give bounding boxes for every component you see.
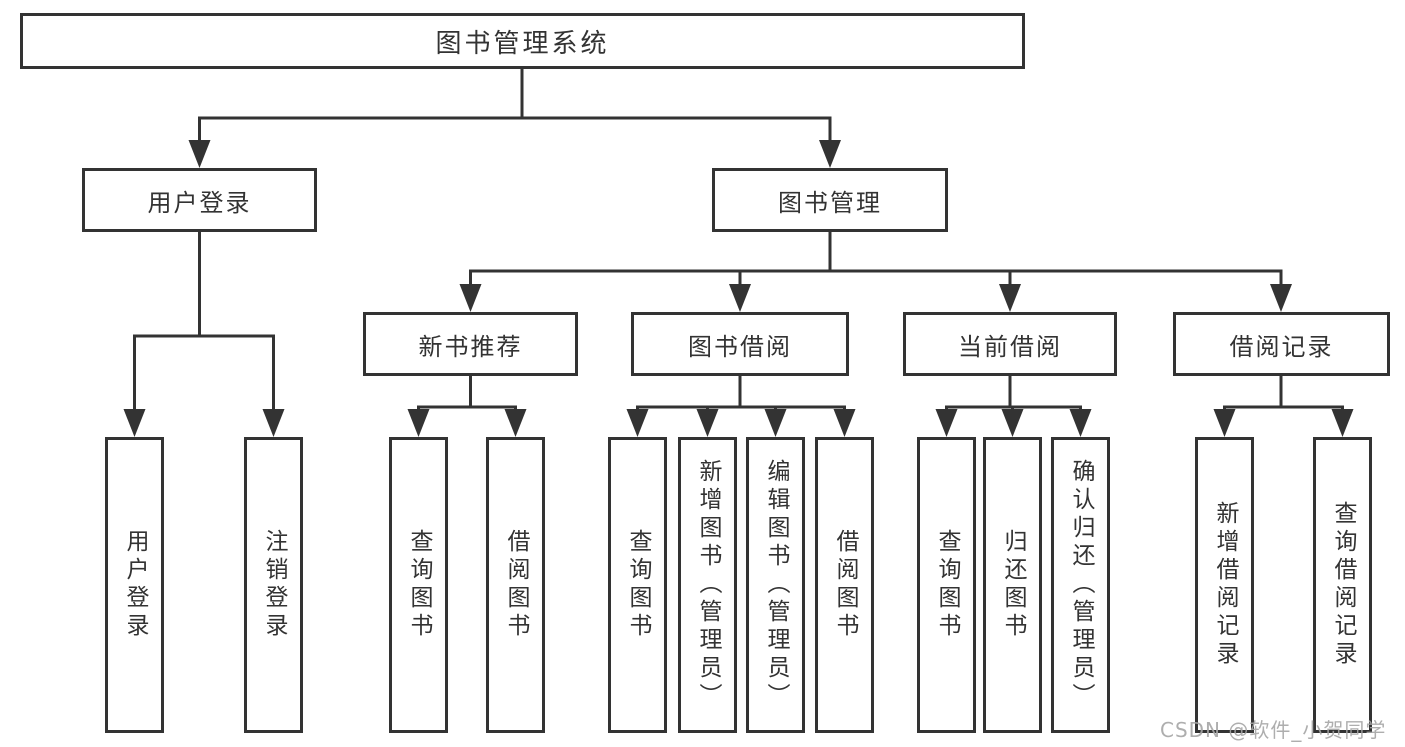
- node-leaf-borrow-books: 借阅图书: [815, 437, 874, 733]
- node-leaf-recommend-query-books-label: 查询图书: [406, 529, 432, 641]
- node-leaf-add-borrow-record: 新增借阅记录: [1195, 437, 1254, 733]
- node-leaf-borrow-query-books-label: 查询图书: [625, 529, 651, 641]
- node-root-system: 图书管理系统: [20, 13, 1025, 69]
- arrowheads: [123, 140, 1354, 437]
- node-section-new-book-recommend-label: 新书推荐: [418, 332, 523, 361]
- node-leaf-user-login: 用户登录: [105, 437, 164, 733]
- node-leaf-recommend-query-books: 查询图书: [389, 437, 448, 733]
- node-leaf-recommend-borrow-books: 借阅图书: [486, 437, 545, 733]
- node-leaf-edit-book-admin-label: 编辑图书（管理员）: [763, 459, 789, 711]
- node-leaf-query-borrow-record: 查询借阅记录: [1313, 437, 1372, 733]
- node-leaf-borrow-query-books: 查询图书: [608, 437, 667, 733]
- node-section-book-borrow-label: 图书借阅: [688, 332, 792, 361]
- node-section-borrow-records-label: 借阅记录: [1229, 332, 1334, 361]
- node-leaf-add-book-admin-label: 新增图书（管理员）: [695, 459, 721, 711]
- node-branch-book-management: 图书管理: [712, 168, 948, 232]
- node-branch-user-login: 用户登录: [82, 168, 317, 232]
- node-leaf-user-login-label: 用户登录: [122, 529, 148, 641]
- watermark: CSDN @软件_小贺同学: [1160, 718, 1387, 742]
- node-leaf-add-book-admin: 新增图书（管理员）: [678, 437, 737, 733]
- node-branch-user-login-label: 用户登录: [147, 188, 252, 217]
- node-leaf-return-books-label: 归还图书: [1000, 529, 1026, 641]
- node-section-current-borrow: 当前借阅: [903, 312, 1117, 376]
- node-section-book-borrow: 图书借阅: [631, 312, 849, 376]
- node-leaf-borrow-books-label: 借阅图书: [832, 529, 858, 641]
- node-leaf-confirm-return-admin: 确认归还（管理员）: [1051, 437, 1110, 733]
- node-branch-book-management-label: 图书管理: [778, 188, 882, 217]
- node-leaf-recommend-borrow-books-label: 借阅图书: [503, 529, 529, 641]
- node-root-system-label: 图书管理系统: [435, 28, 610, 59]
- node-leaf-add-borrow-record-label: 新增借阅记录: [1212, 501, 1238, 669]
- node-leaf-current-query-books-label: 查询图书: [934, 529, 960, 641]
- node-leaf-logout: 注销登录: [244, 437, 303, 733]
- node-leaf-edit-book-admin: 编辑图书（管理员）: [746, 437, 805, 733]
- node-section-current-borrow-label: 当前借阅: [958, 332, 1062, 361]
- node-leaf-confirm-return-admin-label: 确认归还（管理员）: [1068, 459, 1094, 711]
- node-leaf-current-query-books: 查询图书: [917, 437, 976, 733]
- node-leaf-logout-label: 注销登录: [261, 529, 287, 641]
- node-leaf-query-borrow-record-label: 查询借阅记录: [1330, 501, 1356, 669]
- node-leaf-return-books: 归还图书: [983, 437, 1042, 733]
- node-section-borrow-records: 借阅记录: [1173, 312, 1390, 376]
- node-section-new-book-recommend: 新书推荐: [363, 312, 578, 376]
